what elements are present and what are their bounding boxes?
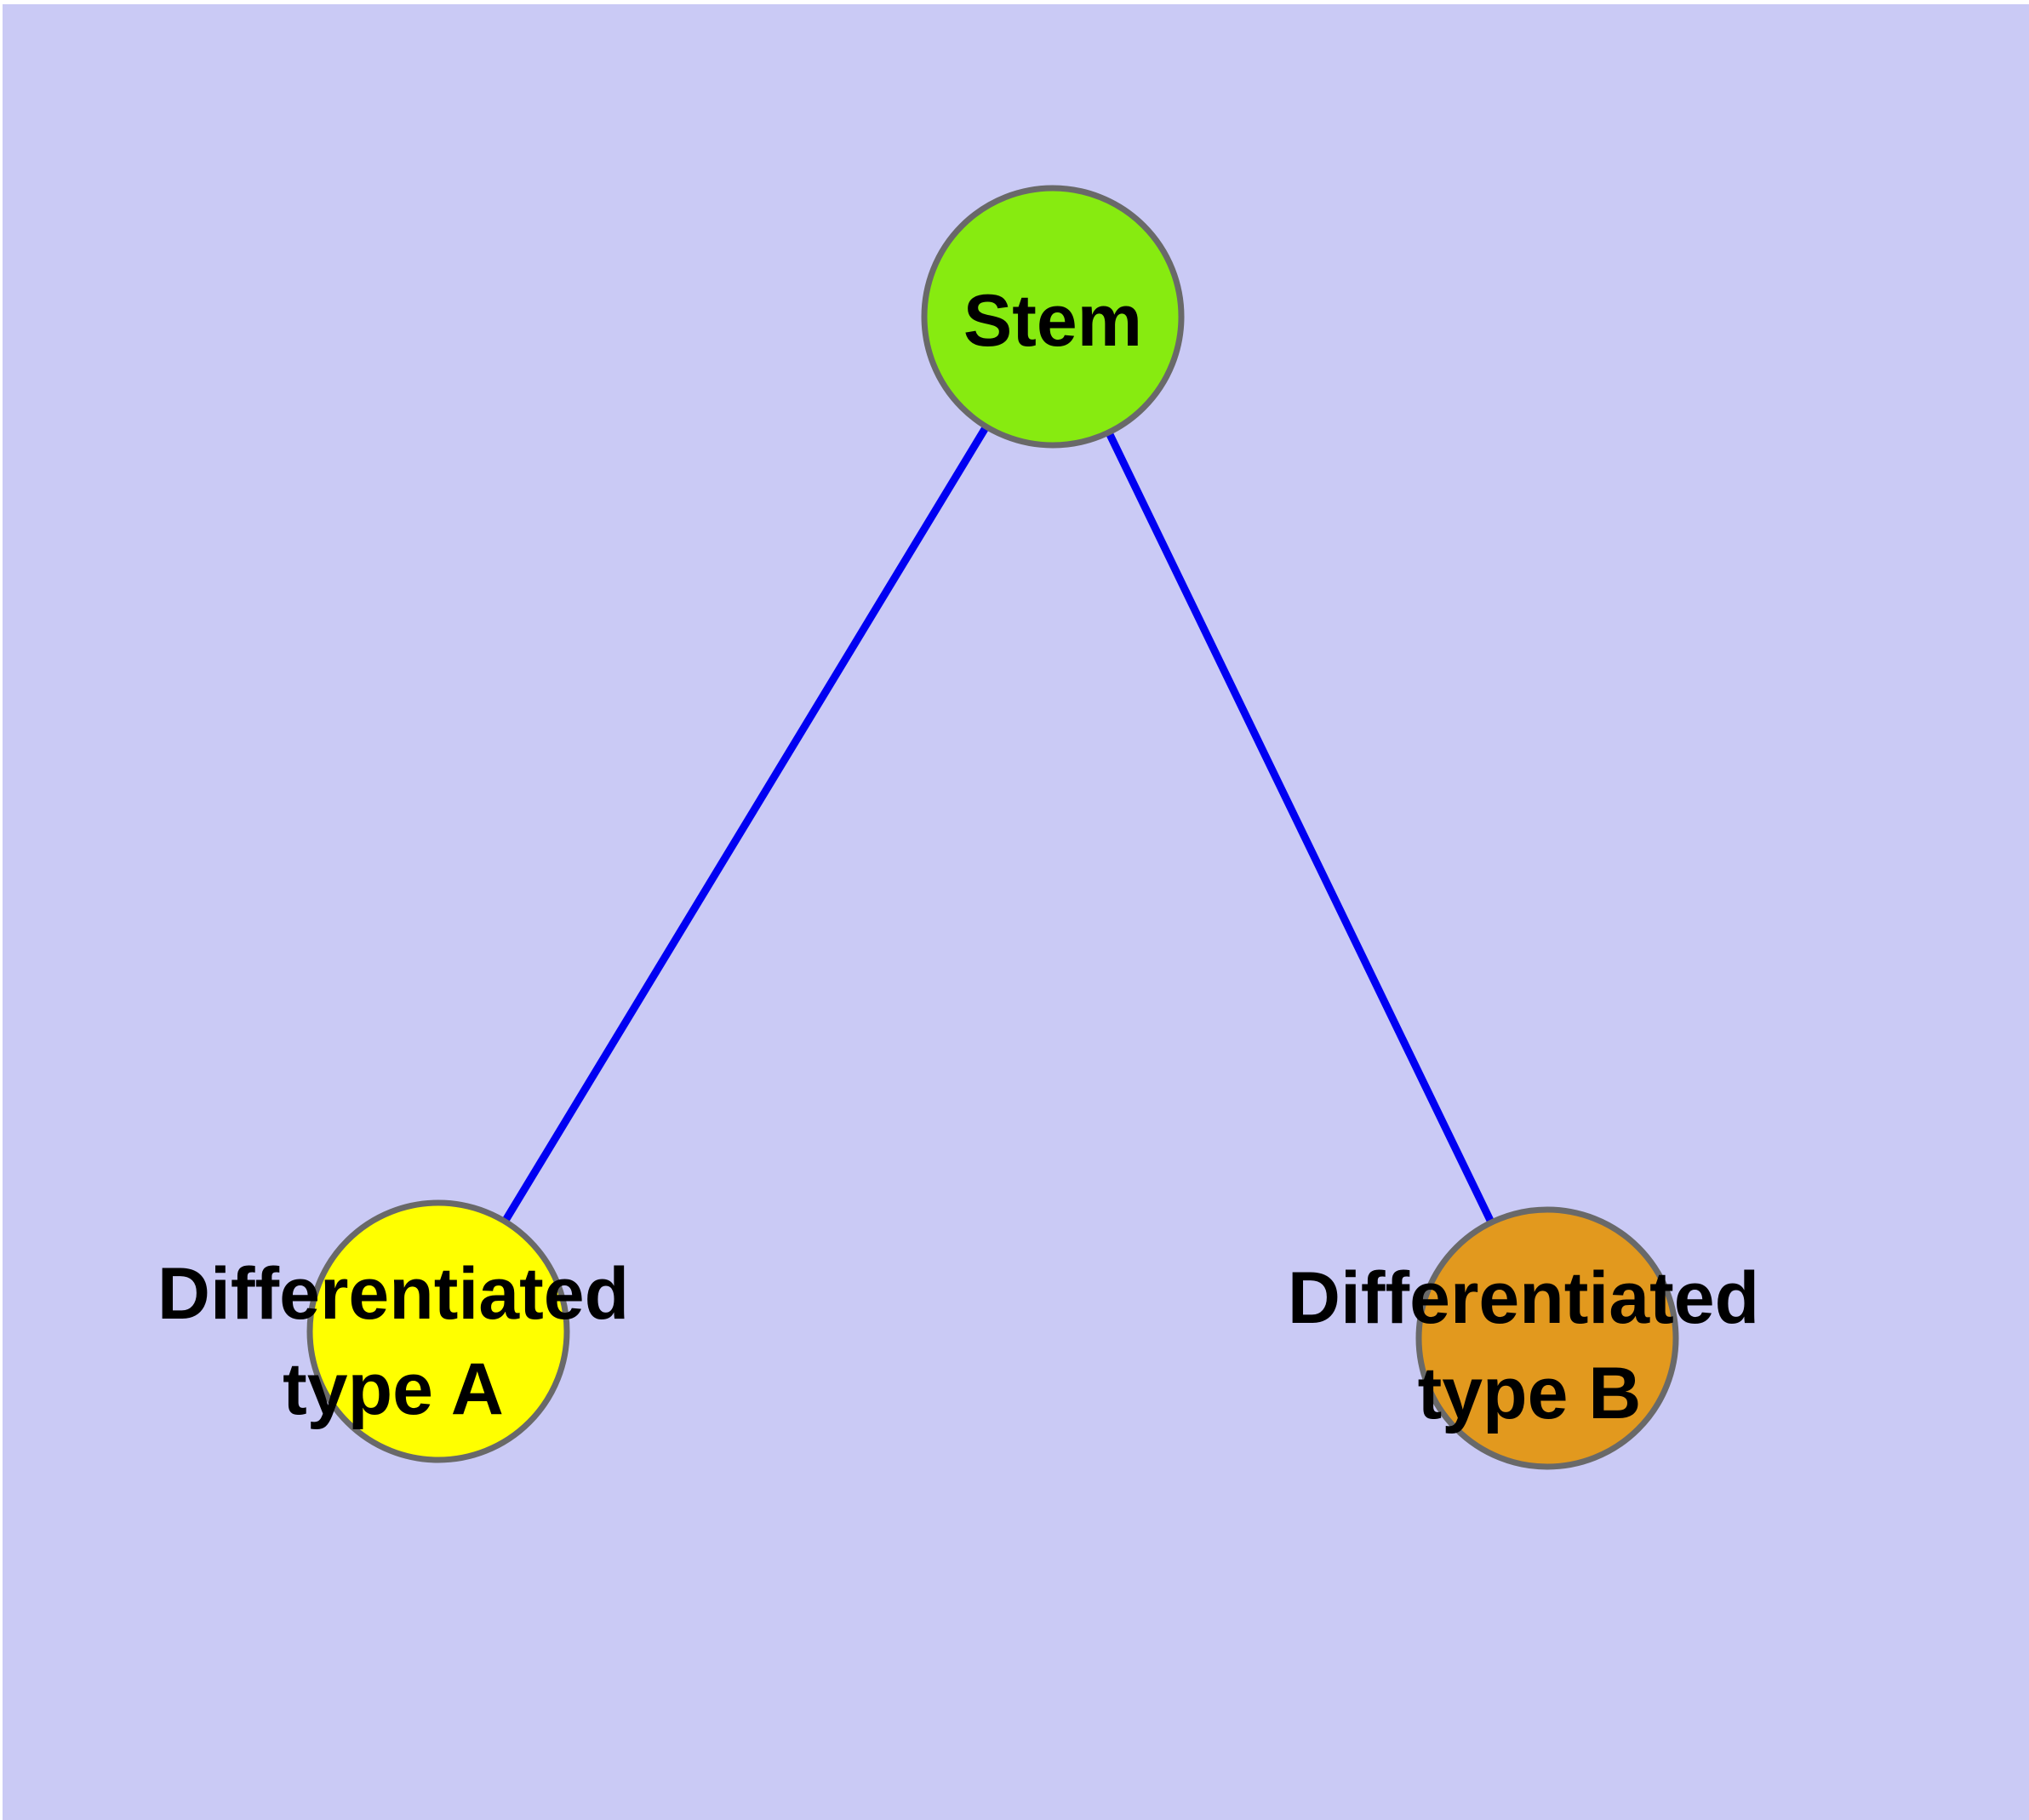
node-type-a[interactable] — [306, 1199, 570, 1463]
edge-stem-to-type-a — [435, 314, 1056, 1334]
edge-stem-to-type-b — [1049, 315, 1552, 1340]
node-stem[interactable] — [921, 185, 1185, 449]
node-type-b-label-line2: type B — [1418, 1353, 1642, 1434]
node-stem-label: Stem — [963, 280, 1142, 362]
node-type-b-label-line1: Differentiated — [1288, 1257, 1759, 1339]
node-type-a-label-line2: type A — [283, 1348, 504, 1430]
node-type-b[interactable] — [1415, 1206, 1679, 1470]
node-type-a-label-line1: Differentiated — [157, 1253, 629, 1335]
